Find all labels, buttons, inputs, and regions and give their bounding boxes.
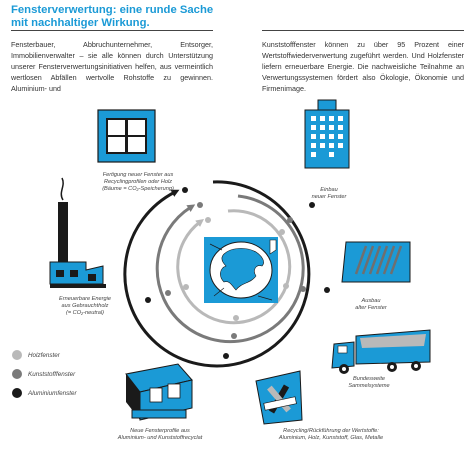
title-rule-right <box>262 30 464 31</box>
cycle-ring-holz <box>176 209 292 325</box>
caption-fertigung: Fertigung neuer Fenster aus Recyclingpro… <box>102 172 174 192</box>
caption-energie: Erneuerbare Energie aus Gebrauchtholz (=… <box>59 296 111 316</box>
legend-dot-dark <box>12 388 22 398</box>
cycle-ring-aluminium <box>123 180 330 368</box>
recycling-icon <box>255 370 303 425</box>
window-icon <box>97 109 156 163</box>
profile-icon <box>125 363 193 421</box>
intro-left: Fensterbauer, Abbruchunternehmer, Entsor… <box>11 40 213 93</box>
legend-item-kunststoff: Kunststofffenster <box>12 369 75 379</box>
globe-icon <box>204 237 278 303</box>
caption-recycling: Recycling/Rückführung der Wertstoffe: Al… <box>278 428 384 441</box>
intro-right: Kunststofffenster können zu über 95 Proz… <box>262 40 464 93</box>
page-title: Fensterverwertung: eine runde Sache mit … <box>11 4 214 29</box>
caption-profile: Neue Fensterprofile aus Aluminium- und K… <box>117 428 203 441</box>
factory-icon <box>49 177 106 288</box>
legend-item-holz: Holzfenster <box>12 350 60 360</box>
removed-windows-icon <box>341 241 411 283</box>
title-rule-left <box>11 30 213 31</box>
caption-einbau: Einbau neuer Fenster <box>311 187 347 200</box>
caption-sammel: Bundesweite Sammelsysteme <box>348 376 390 389</box>
legend-dot-light <box>12 350 22 360</box>
truck-icon <box>331 329 431 374</box>
cycle-ring-kunststoff <box>155 194 306 344</box>
caption-ausbau: Ausbau alter Fenster <box>355 298 387 311</box>
legend-dot-mid <box>12 369 22 379</box>
legend-item-aluminium: Aluminiumfenster <box>12 388 77 398</box>
office-building-icon <box>304 99 350 169</box>
